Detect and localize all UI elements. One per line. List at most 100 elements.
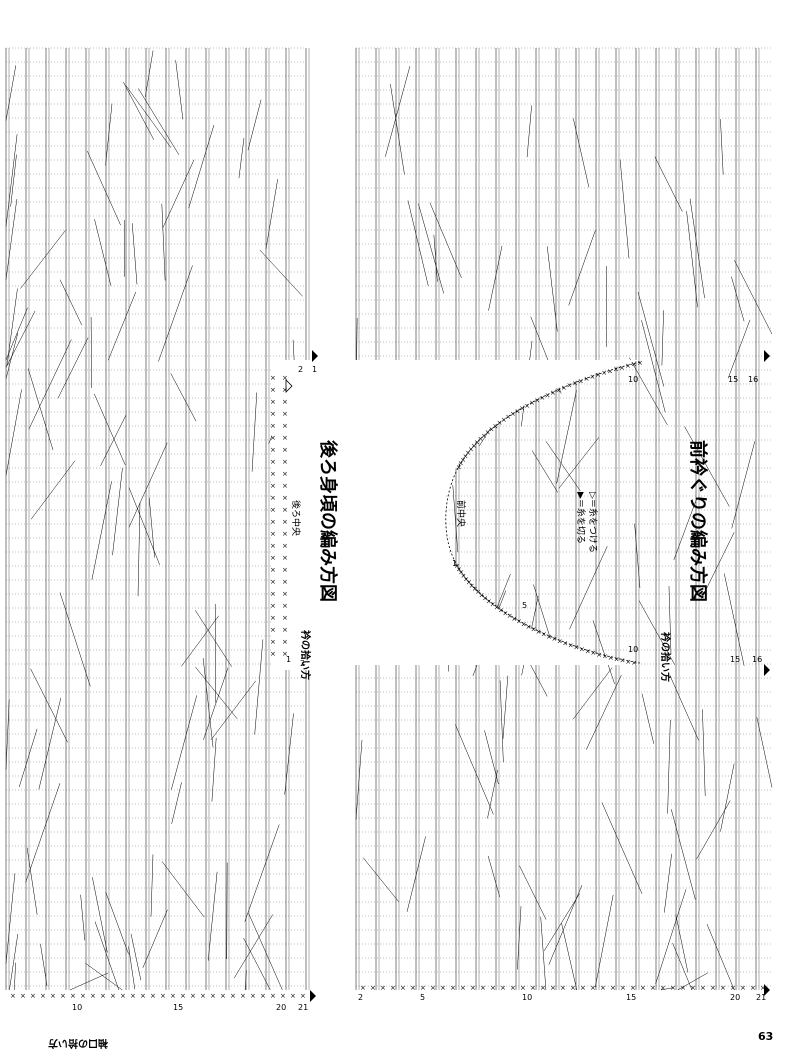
x-stitch: × bbox=[631, 659, 637, 667]
chart-fan-stitch bbox=[284, 713, 294, 795]
x-stitch: × bbox=[482, 594, 488, 602]
x-stitch: × bbox=[440, 984, 446, 992]
x-stitch: × bbox=[390, 984, 396, 992]
x-stitch: × bbox=[700, 984, 706, 992]
chart-fan-stitch bbox=[18, 728, 38, 787]
chart-fan-stitch bbox=[5, 134, 18, 227]
x-stitch: × bbox=[560, 984, 566, 992]
chart-fan-stitch bbox=[548, 885, 583, 965]
back-row-mark-1-mid: 1 bbox=[286, 655, 291, 664]
x-stitch: × bbox=[579, 646, 585, 654]
chart-fan-stitch bbox=[28, 339, 72, 430]
x-stitch: × bbox=[670, 984, 676, 992]
chart-fan-stitch bbox=[87, 150, 121, 226]
chart-fan-stitch bbox=[105, 891, 129, 954]
chart-fan-stitch bbox=[131, 223, 138, 285]
chart-fan-stitch bbox=[90, 317, 92, 389]
chart-fan-stitch bbox=[406, 836, 426, 912]
x-stitch: × bbox=[282, 398, 288, 406]
chart-fan-stitch bbox=[673, 498, 697, 561]
x-stitch: × bbox=[150, 992, 156, 1000]
front-neck-curve-gap bbox=[355, 360, 640, 665]
chart-fan-stitch bbox=[138, 88, 180, 155]
chart-fan-stitch bbox=[92, 877, 108, 953]
chart-fan-stitch bbox=[125, 85, 172, 148]
chart-fan-stitch bbox=[362, 857, 399, 902]
chart-fan-stitch bbox=[526, 105, 532, 158]
chart-fan-stitch bbox=[94, 921, 120, 991]
chart-fan-stitch bbox=[601, 802, 643, 894]
x-stitch: × bbox=[463, 452, 469, 460]
chart-fan-stitch bbox=[94, 219, 112, 286]
chart-fan-stitch bbox=[170, 373, 197, 422]
chart-fan-stitch bbox=[519, 865, 547, 920]
x-stitch: × bbox=[568, 642, 574, 650]
x-stitch: × bbox=[468, 445, 474, 453]
chart-fan-stitch bbox=[670, 809, 696, 900]
page-number: 63 bbox=[758, 1030, 773, 1043]
chart-fan-stitch bbox=[655, 889, 687, 985]
chart-fan-stitch bbox=[238, 138, 245, 179]
chart-fan-stitch bbox=[572, 667, 613, 720]
chart-fan-stitch bbox=[385, 66, 411, 157]
x-stitch: × bbox=[270, 482, 276, 490]
x-stitch: × bbox=[490, 984, 496, 992]
front-collar-pickup-label: 衿の拾い方 bbox=[659, 632, 672, 682]
x-stitch: × bbox=[507, 612, 513, 620]
chart-fan-stitch bbox=[540, 916, 547, 991]
front-bottom-num-10: 10 bbox=[522, 993, 532, 1002]
chart-fan-stitch bbox=[69, 972, 109, 991]
x-stitch: × bbox=[546, 633, 552, 641]
chart-fan-stitch bbox=[734, 260, 773, 335]
x-stitch: × bbox=[282, 386, 288, 394]
back-row-mark-1-top: 1 bbox=[312, 365, 317, 374]
chart-fan-stitch bbox=[517, 906, 522, 970]
x-stitch: × bbox=[519, 405, 525, 413]
x-stitch: × bbox=[510, 410, 516, 418]
chart-fan-stitch bbox=[629, 357, 668, 426]
x-stitch: × bbox=[282, 374, 288, 382]
x-stitch: × bbox=[497, 419, 503, 427]
x-stitch: × bbox=[100, 992, 106, 1000]
x-stitch: × bbox=[485, 429, 491, 437]
front-top-num-15: 15 bbox=[728, 375, 738, 384]
x-stitch: × bbox=[282, 638, 288, 646]
chart-fan-stitch bbox=[195, 610, 232, 667]
chart-fan-stitch bbox=[641, 693, 655, 744]
chart-fan-stitch bbox=[145, 50, 154, 97]
chart-fan-stitch bbox=[128, 487, 160, 565]
x-stitch: × bbox=[539, 394, 545, 402]
chart-fan-stitch bbox=[355, 739, 363, 820]
x-stitch: × bbox=[596, 651, 602, 659]
x-stitch: × bbox=[493, 422, 499, 430]
chart-fan-stitch bbox=[85, 963, 123, 991]
x-stitch: × bbox=[545, 391, 551, 399]
x-stitch: × bbox=[531, 626, 537, 634]
chart-fan-stitch bbox=[731, 441, 756, 529]
chart-fan-stitch bbox=[594, 894, 614, 988]
chart-fan-stitch bbox=[531, 450, 559, 493]
chart-fan-stitch bbox=[57, 337, 89, 399]
back-attach-marker bbox=[285, 379, 293, 393]
chart-fan-stitch bbox=[38, 697, 62, 790]
chart-fan-stitch bbox=[59, 592, 91, 687]
chart-fan-stitch bbox=[10, 154, 17, 207]
x-stitch: × bbox=[90, 992, 96, 1000]
chart-fan-stitch bbox=[484, 730, 499, 785]
x-stitch: × bbox=[567, 382, 573, 390]
chart-fan-stitch bbox=[195, 666, 238, 719]
chart-fan-stitch bbox=[5, 199, 18, 280]
chart-fan-stitch bbox=[30, 668, 68, 743]
x-stitch: × bbox=[505, 413, 511, 421]
chart-fan-stitch bbox=[668, 586, 672, 655]
chart-fan-stitch bbox=[5, 699, 10, 770]
x-stitch: × bbox=[607, 367, 613, 375]
x-stitch: × bbox=[461, 572, 467, 580]
x-stitch: × bbox=[690, 984, 696, 992]
x-stitch: × bbox=[140, 992, 146, 1000]
chart-fan-stitch bbox=[130, 933, 142, 981]
x-stitch: × bbox=[282, 602, 288, 610]
x-stitch: × bbox=[60, 992, 66, 1000]
x-stitch: × bbox=[590, 984, 596, 992]
x-stitch: × bbox=[573, 644, 579, 652]
